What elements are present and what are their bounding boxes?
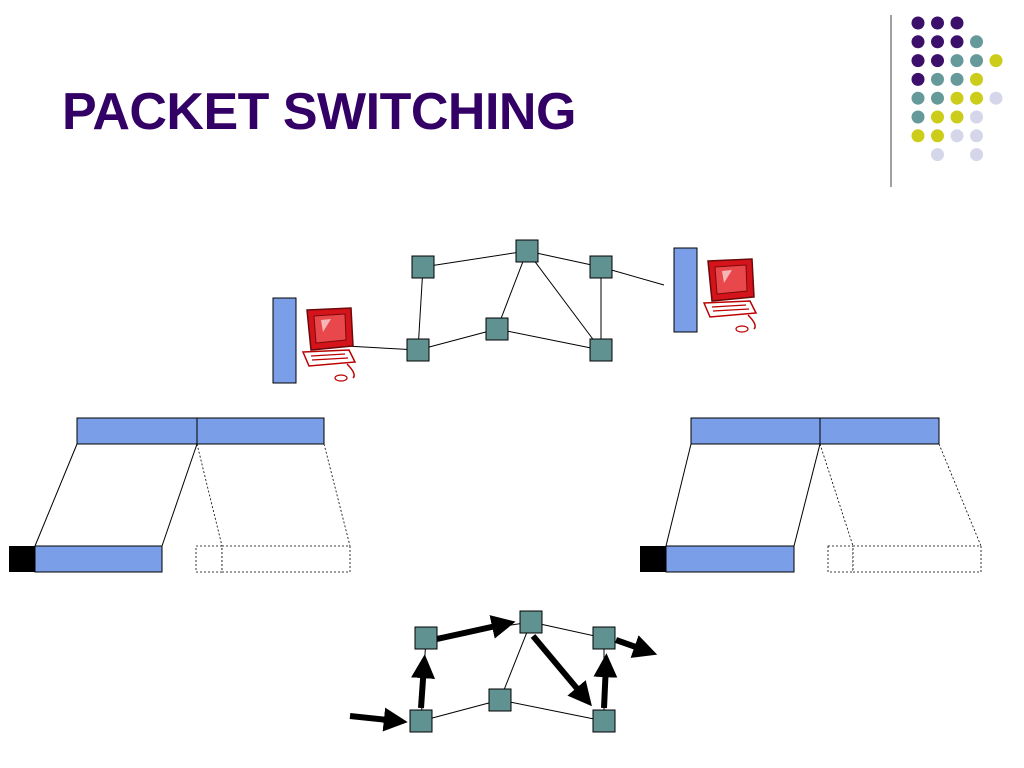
decorative-dot bbox=[911, 72, 925, 86]
decorative-dot bbox=[950, 54, 964, 68]
link bbox=[496, 328, 602, 351]
computer-icon bbox=[301, 307, 357, 382]
link bbox=[530, 621, 605, 639]
link-to-left-host bbox=[345, 345, 419, 351]
route-arrow bbox=[436, 615, 516, 642]
projection-line-dotted bbox=[196, 443, 223, 547]
link bbox=[526, 250, 602, 268]
route-arrow bbox=[349, 707, 408, 732]
decorative-dot bbox=[931, 72, 944, 86]
router-node-icon bbox=[592, 709, 616, 733]
decorative-dot bbox=[970, 148, 983, 162]
link bbox=[422, 250, 528, 268]
link bbox=[499, 699, 605, 722]
packet-payload bbox=[34, 545, 163, 573]
right-host-message-bar bbox=[673, 247, 698, 333]
router-node-icon bbox=[515, 239, 539, 263]
router-node-icon bbox=[485, 317, 509, 341]
link bbox=[420, 699, 501, 722]
decorative-dot bbox=[931, 16, 944, 30]
decorative-dot bbox=[970, 72, 983, 86]
link bbox=[526, 250, 602, 351]
packet-payload-pending bbox=[221, 545, 351, 573]
left-host-message-bar bbox=[272, 297, 297, 384]
computer-icon bbox=[702, 258, 758, 333]
link bbox=[496, 250, 528, 330]
router-node-icon bbox=[519, 610, 543, 634]
projection-line bbox=[793, 443, 821, 547]
decorative-dot bbox=[911, 91, 925, 105]
decorative-dot bbox=[931, 35, 944, 49]
packet-header bbox=[9, 546, 35, 572]
message-segment bbox=[690, 417, 821, 445]
decorative-dot bbox=[931, 110, 944, 124]
router-node-icon bbox=[592, 626, 616, 650]
bottom-network bbox=[349, 610, 658, 733]
decorative-dot bbox=[931, 54, 944, 68]
decorative-dot bbox=[950, 35, 964, 49]
link bbox=[417, 328, 498, 351]
decorative-dot bbox=[970, 129, 983, 143]
projection-line bbox=[34, 443, 78, 547]
decorative-dot bbox=[911, 54, 925, 68]
decorative-dot bbox=[950, 129, 964, 143]
route-arrow bbox=[593, 653, 618, 709]
router-node-icon bbox=[589, 338, 613, 362]
router-node-icon bbox=[414, 626, 438, 650]
decorative-dot bbox=[970, 54, 983, 68]
packet-header-pending bbox=[827, 545, 854, 573]
decorative-dot bbox=[989, 91, 1003, 105]
projection-line bbox=[665, 443, 692, 547]
projection-line-dotted bbox=[819, 443, 854, 547]
packet-header bbox=[640, 546, 666, 572]
route-arrow bbox=[530, 634, 592, 707]
decorative-dot bbox=[931, 148, 944, 162]
router-node-icon bbox=[589, 255, 613, 279]
message-segment bbox=[196, 417, 325, 445]
decorative-dot bbox=[950, 91, 964, 105]
message-segment bbox=[76, 417, 198, 445]
top-network-nodes bbox=[406, 239, 613, 362]
decorative-dot bbox=[970, 35, 983, 49]
message-segment bbox=[819, 417, 940, 445]
decorative-dot bbox=[911, 129, 925, 143]
decorative-dot bbox=[970, 91, 983, 105]
router-node-icon bbox=[409, 709, 433, 733]
route-arrow bbox=[411, 654, 436, 709]
right-packetization bbox=[640, 417, 982, 573]
top-network-links bbox=[345, 250, 665, 351]
decorative-dot bbox=[950, 72, 964, 86]
router-node-icon bbox=[488, 688, 512, 712]
projection-line-dotted bbox=[323, 443, 351, 547]
packet-payload bbox=[665, 545, 795, 573]
projection-line-dotted bbox=[938, 443, 982, 547]
decorative-dot bbox=[931, 129, 944, 143]
projection-line bbox=[161, 443, 198, 547]
decorative-dot-grid bbox=[890, 15, 1003, 187]
link bbox=[417, 266, 424, 351]
route-arrow bbox=[614, 635, 658, 658]
decorative-dot bbox=[911, 110, 925, 124]
decorative-dot bbox=[989, 54, 1003, 68]
packet-payload-pending bbox=[852, 545, 982, 573]
packet-header-pending bbox=[195, 545, 223, 573]
decorative-dot bbox=[950, 110, 964, 124]
left-packetization bbox=[9, 417, 351, 573]
bottom-network-nodes bbox=[409, 610, 616, 733]
decorative-dot bbox=[911, 16, 925, 30]
decorative-dot bbox=[970, 110, 983, 124]
decorative-dot bbox=[911, 35, 925, 49]
router-node-icon bbox=[411, 255, 435, 279]
slide-title: PACKET SWITCHING bbox=[62, 83, 576, 141]
decorative-dot bbox=[950, 16, 964, 30]
decorative-dot bbox=[931, 91, 944, 105]
link bbox=[499, 621, 532, 701]
top-network bbox=[272, 239, 758, 384]
packet-route-arrows bbox=[349, 615, 658, 732]
router-node-icon bbox=[406, 338, 430, 362]
